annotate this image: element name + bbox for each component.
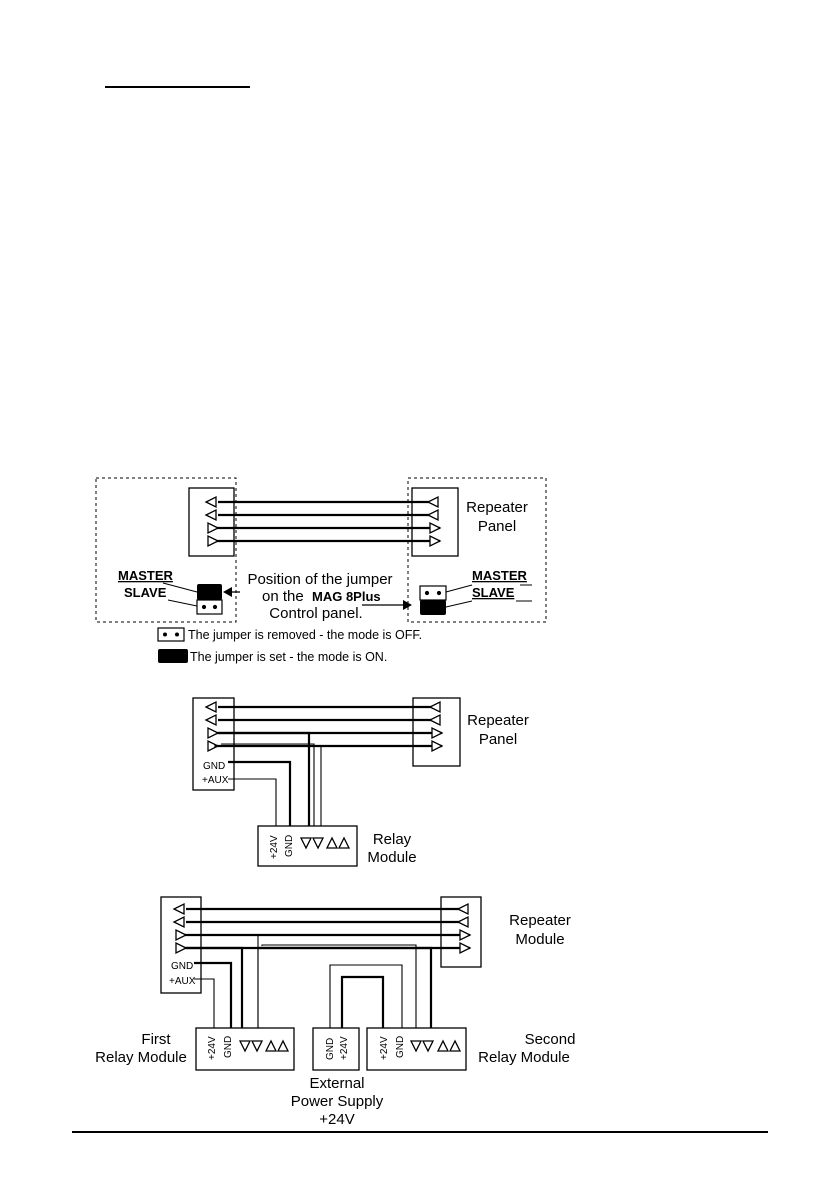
- svg-text:Power Supply: Power Supply: [291, 1093, 384, 1110]
- svg-text:Relay Module: Relay Module: [478, 1049, 570, 1066]
- svg-text:+24V: +24V: [269, 835, 280, 859]
- svg-text:Relay: Relay: [373, 831, 412, 848]
- svg-text:Panel: Panel: [479, 731, 517, 748]
- legend-removed: The jumper is removed - the mode is OFF.: [188, 628, 422, 642]
- diagram-two-relays: Repeater Module GND +AUX +24V GND First …: [95, 896, 576, 1128]
- svg-text:Repeater: Repeater: [467, 712, 529, 729]
- heading-underline: [105, 86, 250, 88]
- terminal-arrows: [205, 496, 441, 547]
- svg-text:GND: GND: [325, 1038, 336, 1060]
- jumper-caption-line1: Position of the jumper: [247, 571, 392, 588]
- svg-text:+24V: +24V: [339, 1036, 350, 1060]
- diagram-single-relay: Repeater Panel GND +AUX +24V GND Relay M…: [192, 697, 529, 867]
- control-terminal-block: [188, 487, 235, 557]
- bus-wires: [208, 500, 440, 543]
- repeater-terminal-block: [411, 487, 459, 557]
- svg-text:+24V: +24V: [319, 1111, 354, 1128]
- repeater-label-line2: Panel: [478, 518, 516, 535]
- master-label-right: MASTER: [472, 568, 528, 583]
- repeater-label-line1: Repeater: [466, 499, 528, 516]
- jumper-pins-left: [196, 599, 223, 615]
- jumper-set-left: [197, 584, 222, 600]
- svg-text:GND: GND: [223, 1036, 234, 1058]
- jumper-caption-product: MAG 8Plus: [312, 589, 381, 604]
- slave-label-left: SLAVE: [124, 585, 167, 600]
- control-panel-outline: [95, 477, 237, 623]
- jumper-legend: The jumper is removed - the mode is OFF.…: [157, 627, 422, 664]
- jumper-caption-line3: Control panel.: [269, 605, 362, 622]
- svg-text:Second: Second: [525, 1031, 576, 1048]
- svg-text:Repeater: Repeater: [509, 912, 571, 929]
- svg-text:First: First: [141, 1031, 171, 1048]
- svg-text:GND: GND: [395, 1036, 406, 1058]
- svg-text:+AUX: +AUX: [169, 976, 196, 987]
- svg-text:Relay Module: Relay Module: [95, 1049, 187, 1066]
- jumper-pins-right: [419, 585, 447, 601]
- jumper-caption-line2: on the: [262, 588, 304, 605]
- jumper-set-right: [420, 600, 446, 615]
- svg-text:+24V: +24V: [379, 1036, 390, 1060]
- footer-rule: [72, 1131, 768, 1133]
- svg-text:GND: GND: [284, 835, 295, 857]
- svg-text:Module: Module: [515, 931, 564, 948]
- master-label-left: MASTER: [118, 568, 174, 583]
- diagram-master-slave: Repeater Panel MASTER SLAVE Position of …: [95, 477, 547, 623]
- svg-text:External: External: [309, 1075, 364, 1092]
- repeater-panel-outline: [407, 477, 547, 623]
- svg-text:GND: GND: [203, 761, 225, 772]
- slave-label-right: SLAVE: [472, 585, 515, 600]
- svg-text:Module: Module: [367, 849, 416, 866]
- svg-text:GND: GND: [171, 961, 193, 972]
- svg-text:+AUX: +AUX: [202, 775, 229, 786]
- svg-text:+24V: +24V: [207, 1036, 218, 1060]
- legend-set: The jumper is set - the mode is ON.: [190, 650, 387, 664]
